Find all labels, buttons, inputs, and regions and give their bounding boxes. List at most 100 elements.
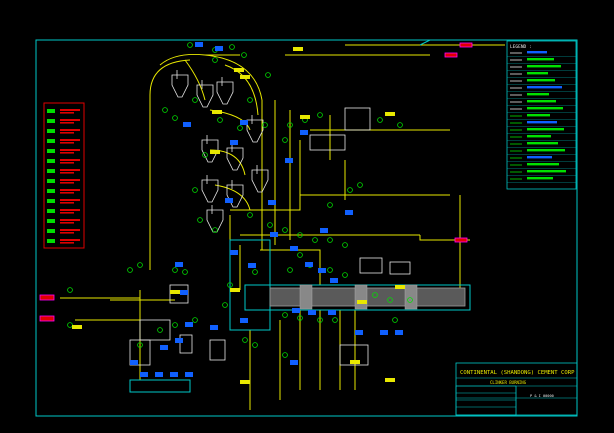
alarm-tag bbox=[47, 219, 55, 223]
legend-label-mark bbox=[527, 142, 558, 145]
alarm-desc bbox=[60, 219, 80, 221]
legend-label-mark bbox=[527, 114, 550, 117]
cyclone-body bbox=[226, 184, 244, 208]
alarm-tag bbox=[47, 129, 55, 133]
alarm-desc bbox=[60, 129, 80, 131]
instrument-tag bbox=[318, 268, 326, 273]
alarm-tag bbox=[47, 149, 55, 153]
instrument-bubble bbox=[202, 152, 208, 158]
instrument-bubble bbox=[217, 117, 223, 123]
equipment-tag bbox=[170, 290, 180, 294]
instrument-tag bbox=[175, 262, 183, 267]
cyclone-body bbox=[216, 81, 234, 105]
instrument-bubble bbox=[342, 242, 348, 248]
instrument-tag bbox=[248, 263, 256, 268]
instrument-bubble bbox=[212, 227, 218, 233]
alarm-desc bbox=[60, 189, 80, 191]
equipment-tag bbox=[240, 75, 250, 79]
instrument-tag bbox=[155, 372, 163, 377]
drawing-frame bbox=[35, 39, 578, 417]
alarm-desc bbox=[60, 109, 80, 111]
instrument-tag bbox=[355, 330, 363, 335]
instrument-tag bbox=[305, 262, 313, 267]
equipment-boxes bbox=[129, 107, 411, 366]
legend-label-mark bbox=[527, 177, 553, 180]
equipment-tag bbox=[210, 150, 220, 154]
alarm-desc bbox=[60, 212, 74, 214]
instrument-bubble bbox=[317, 317, 323, 323]
instrument-bubble bbox=[342, 272, 348, 278]
alarm-tag bbox=[47, 109, 55, 113]
instrument-tag bbox=[210, 325, 218, 330]
instrument-bubble bbox=[182, 269, 188, 275]
instrument-tag bbox=[285, 158, 293, 163]
alarm-desc bbox=[60, 169, 80, 171]
instrument-bubble bbox=[222, 302, 228, 308]
instrument-bubble bbox=[67, 322, 73, 328]
instrument-tag bbox=[170, 372, 178, 377]
instrument-bubble bbox=[192, 97, 198, 103]
alarm-desc bbox=[60, 199, 80, 201]
equipment-tag bbox=[357, 300, 367, 304]
instrument-bubble bbox=[282, 137, 288, 143]
instrument-tag bbox=[180, 290, 188, 295]
instrument-tag bbox=[240, 120, 248, 125]
equipment-tag bbox=[212, 110, 222, 114]
equipment-tag bbox=[300, 115, 310, 119]
legend-label-mark bbox=[527, 107, 563, 110]
legend-label-mark bbox=[527, 121, 557, 124]
legend-label-mark bbox=[527, 170, 566, 173]
cyclone-body bbox=[171, 74, 189, 98]
instrument-bubble bbox=[172, 267, 178, 273]
alarm-desc bbox=[60, 182, 74, 184]
instrument-bubble bbox=[252, 342, 258, 348]
instrument-bubble bbox=[247, 212, 253, 218]
instrument-bubble bbox=[162, 107, 168, 113]
instrument-tag bbox=[185, 372, 193, 377]
alarm-desc bbox=[60, 142, 74, 144]
equipment-tag bbox=[293, 47, 303, 51]
instrument-bubble bbox=[237, 125, 243, 131]
instrument-bubble bbox=[407, 297, 413, 303]
instrument-bubble bbox=[192, 187, 198, 193]
title-block-drawing: CLINKER BURNING bbox=[490, 380, 527, 385]
revision-table bbox=[455, 385, 517, 416]
instrument-tag bbox=[225, 198, 233, 203]
instrument-bubble bbox=[282, 227, 288, 233]
instrument-bubble bbox=[229, 44, 235, 50]
alarm-desc bbox=[60, 179, 80, 181]
instrument-tag bbox=[300, 130, 308, 135]
flow-arrows bbox=[39, 42, 473, 322]
alarm-desc bbox=[60, 132, 74, 134]
alarm-desc bbox=[60, 172, 74, 174]
instrument-tag bbox=[290, 246, 298, 251]
instrument-tag bbox=[130, 360, 138, 365]
instrument-tag bbox=[140, 372, 148, 377]
instrument-bubble bbox=[347, 187, 353, 193]
instrument-tag bbox=[308, 310, 316, 315]
legend-label-mark bbox=[527, 135, 551, 138]
instrument-bubbles bbox=[67, 42, 413, 358]
alarm-desc bbox=[60, 192, 74, 194]
instrument-bubble bbox=[67, 287, 73, 293]
instrument-bubble bbox=[137, 262, 143, 268]
alarm-desc bbox=[60, 149, 80, 151]
instrument-bubble bbox=[137, 342, 143, 348]
legend-label-mark bbox=[527, 100, 556, 103]
alarm-desc bbox=[60, 209, 80, 211]
instrument-bubble bbox=[252, 269, 258, 275]
instrument-bubble bbox=[327, 202, 333, 208]
instrument-tag bbox=[328, 310, 336, 315]
alarm-desc bbox=[60, 202, 74, 204]
instrument-bubble bbox=[377, 117, 383, 123]
legend-label-mark bbox=[527, 149, 565, 152]
instrument-tag bbox=[183, 122, 191, 127]
alarm-desc bbox=[60, 232, 74, 234]
equipment-tag bbox=[72, 325, 82, 329]
alarm-tag bbox=[47, 169, 55, 173]
instrument-bubble bbox=[312, 237, 318, 243]
instrument-bubble bbox=[327, 237, 333, 243]
alarm-desc bbox=[60, 152, 74, 154]
instrument-tag bbox=[320, 228, 328, 233]
